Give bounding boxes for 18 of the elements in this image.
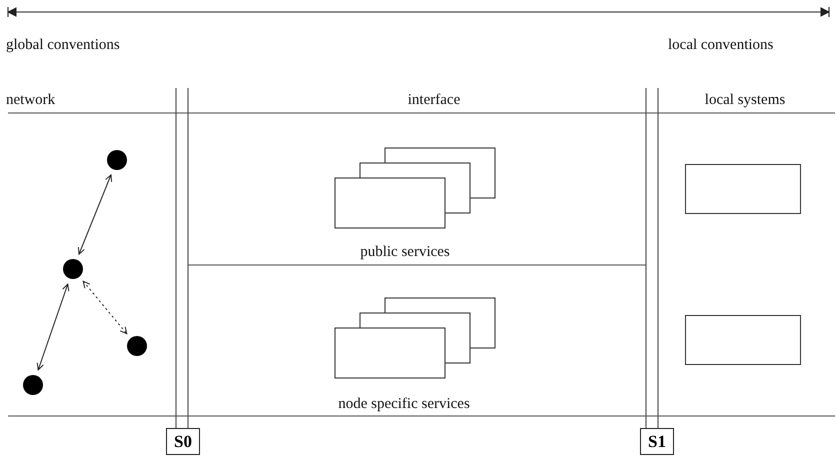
network-node — [107, 150, 127, 170]
network-node — [63, 259, 83, 279]
section-label: public services — [360, 244, 450, 260]
column-heading: network — [6, 92, 56, 108]
section-label: node specific services — [338, 396, 470, 412]
network-node — [23, 375, 43, 395]
arrow — [78, 174, 112, 255]
system-box — [685, 315, 801, 365]
arrow — [82, 280, 128, 334]
column-heading: interface — [408, 92, 460, 108]
network-node — [127, 336, 147, 356]
column-heading: local systems — [704, 92, 786, 108]
scope-label: local conventions — [668, 36, 774, 54]
arrow — [36, 284, 70, 370]
scope-label: global conventions — [6, 36, 120, 54]
system-box — [685, 164, 801, 214]
switch-label-box: S0 — [166, 428, 200, 455]
switch-label-box: S1 — [640, 428, 674, 455]
